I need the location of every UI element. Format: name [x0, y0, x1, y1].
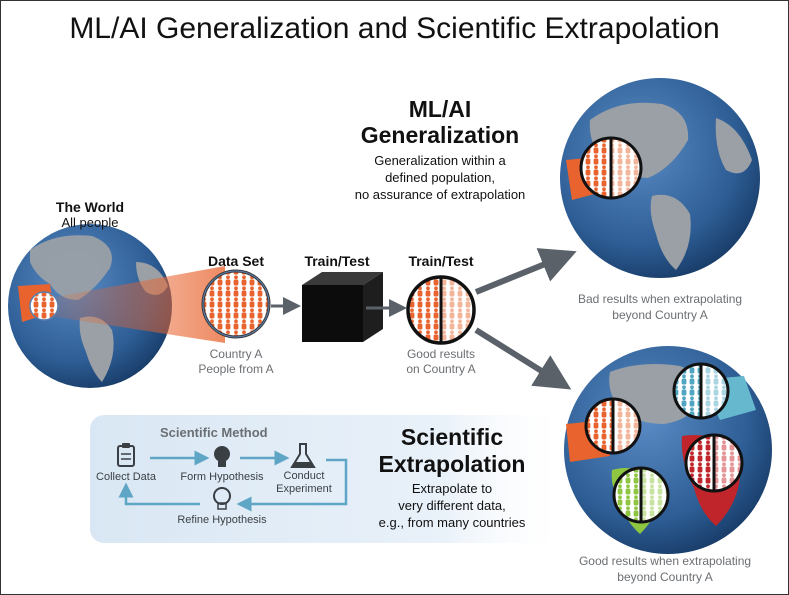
lightbulb-icon — [214, 446, 230, 467]
world-sample-circle — [29, 291, 59, 321]
ml-gen-desc-2: defined population, — [385, 170, 495, 185]
step-refine-hypothesis: Refine Hypothesis — [177, 514, 267, 526]
step-conduct-2: Experiment — [276, 483, 332, 495]
step-conduct-1: Conduct — [283, 470, 325, 482]
arrow-to-bad-globe — [474, 248, 577, 295]
step-collect-data: Collect Data — [96, 471, 156, 483]
globe-good-results — [564, 346, 772, 554]
flask-icon — [290, 443, 316, 468]
arrow-to-good-globe — [474, 327, 572, 390]
scientific-method-cycle — [117, 443, 348, 512]
lightbulb-outline-icon — [213, 487, 231, 510]
dataset-caption-1: Country A — [209, 347, 263, 361]
clipboard-icon — [117, 443, 135, 467]
scientific-extrapolation-panel — [90, 415, 560, 543]
step-form-hypothesis: Form Hypothesis — [180, 471, 264, 483]
sci-extrap-heading-2: Extrapolation — [378, 451, 526, 477]
sci-extrap-heading-1: Scientific — [400, 424, 504, 450]
good-results-line-2: beyond Country A — [617, 570, 713, 584]
world-subheading: All people — [61, 215, 119, 230]
traintest-2-caption-1: Good results — [406, 347, 476, 361]
selection-beam — [50, 266, 225, 343]
world-heading: The World — [55, 199, 125, 215]
traintest-2-heading: Train/Test — [408, 253, 474, 269]
traintest-1-heading: Train/Test — [304, 253, 370, 269]
globe-bad-results — [560, 78, 760, 278]
sci-extrap-desc-1: Extrapolate to — [411, 481, 493, 496]
ml-gen-heading-2: Generalization — [360, 122, 520, 148]
dataset-heading: Data Set — [207, 253, 265, 269]
dataset-caption-2: People from A — [198, 362, 274, 376]
bad-results-line-1: Bad results when extrapolating — [577, 292, 743, 306]
traintest-split-circle — [406, 275, 476, 345]
good-results-line-1: Good results when extrapolating — [578, 554, 752, 568]
bad-results-line-2: beyond Country A — [612, 308, 708, 322]
ml-gen-desc-3: no assurance of extrapolation — [354, 187, 526, 202]
ml-gen-heading-1: ML/AI — [408, 96, 472, 122]
page-title: ML/AI Generalization and Scientific Extr… — [69, 12, 720, 45]
sci-method-heading: Scientific Method — [160, 425, 268, 440]
sci-extrap-desc-2: very different data, — [398, 498, 506, 513]
dataset-circle-rim — [202, 270, 270, 338]
sci-extrap-desc-3: e.g., from many countries — [378, 515, 526, 530]
traintest-2-caption-2: on Country A — [406, 362, 476, 376]
ml-gen-desc-1: Generalization within a — [374, 153, 506, 168]
